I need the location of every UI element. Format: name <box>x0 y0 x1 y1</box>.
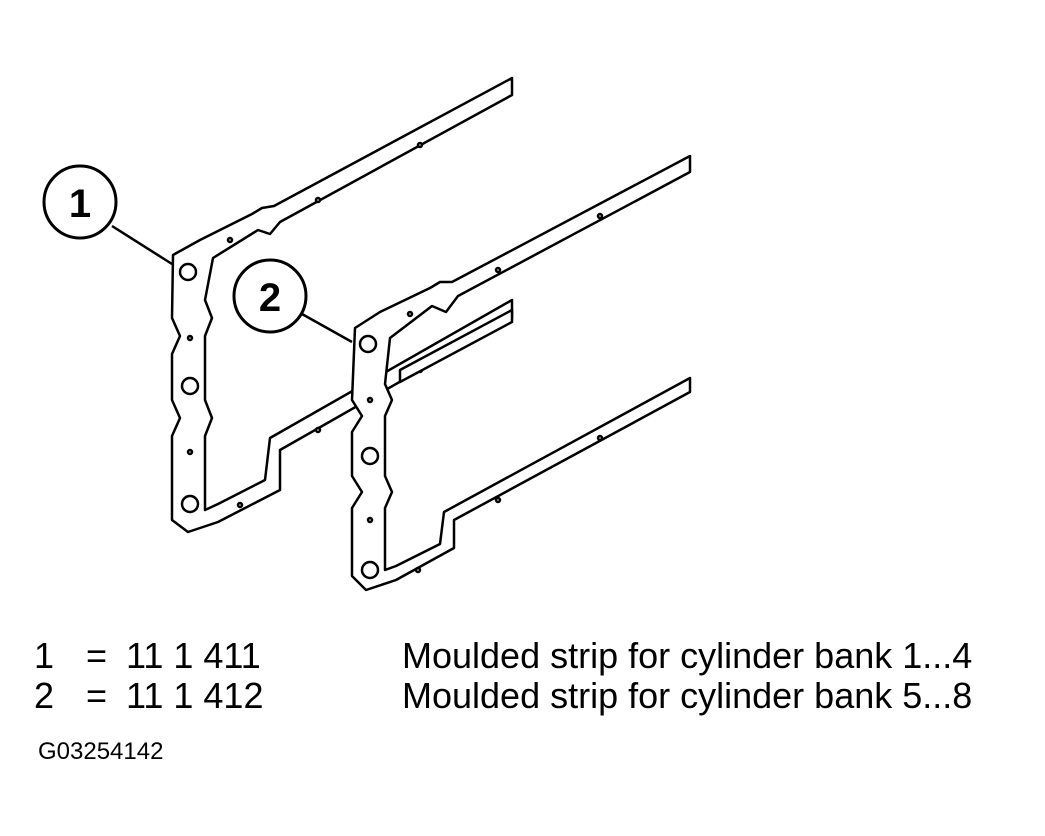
legend-part-number: 11 1 411 <box>126 635 261 676</box>
legend-description: Moulded strip for cylinder bank 5...8 <box>402 675 973 716</box>
callout-1: 1 <box>42 164 118 240</box>
figure-id: G03254142 <box>38 738 164 765</box>
legend-description: Moulded strip for cylinder bank 1...4 <box>402 635 973 676</box>
legend-row: 1 = 11 1 411 Moulded strip for cylinder … <box>34 636 1024 676</box>
legend-equals: = <box>86 635 108 676</box>
gasket-diagram: 1 2 <box>42 76 692 592</box>
callout-2: 2 <box>232 258 308 334</box>
legend-row: 2 = 11 1 412 Moulded strip for cylinder … <box>34 676 1024 716</box>
callout-label: 2 <box>259 276 281 320</box>
legend-part-number: 11 1 412 <box>126 675 264 716</box>
moulded-strip-2 <box>350 154 692 592</box>
callout-label: 1 <box>69 182 91 226</box>
parts-legend: 1 = 11 1 411 Moulded strip for cylinder … <box>34 636 1024 716</box>
legend-number: 1 <box>34 635 55 676</box>
legend-number: 2 <box>34 675 55 716</box>
moulded-strip-1 <box>170 76 514 534</box>
legend-equals: = <box>86 675 108 716</box>
